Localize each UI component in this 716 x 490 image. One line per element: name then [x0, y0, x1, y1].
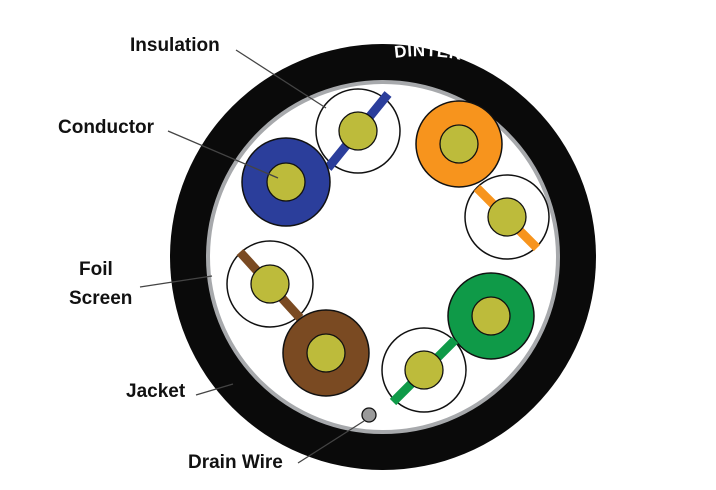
insulation-label: Insulation: [130, 35, 220, 56]
green-white-wire: [381, 327, 467, 413]
brown-solid-wire: [282, 309, 370, 397]
conductor-label: Conductor: [58, 117, 155, 138]
conductor: [306, 333, 346, 373]
conductor: [266, 162, 306, 202]
screen-label: Screen: [69, 288, 132, 309]
brown-white-wire: [226, 240, 314, 328]
blue-white-wire: [315, 88, 401, 174]
drain-wire-leader: [297, 420, 365, 464]
foil-label: Foil: [79, 259, 113, 280]
conductor: [404, 350, 444, 390]
conductor: [250, 264, 290, 304]
conductor-leader: [167, 130, 279, 179]
conductor: [439, 124, 479, 164]
orange-white-wire: [464, 174, 550, 260]
insulation-leader: [235, 49, 327, 109]
green-solid-wire: [447, 272, 535, 360]
drain-wire-label: Drain Wire: [188, 452, 283, 473]
jacket-label: Jacket: [126, 381, 186, 402]
foil-screen-leader: [139, 275, 213, 288]
blue-solid-wire: [241, 137, 331, 227]
conductor: [487, 197, 527, 237]
jacket-leader: [195, 383, 234, 396]
drain-wire: [361, 407, 377, 423]
orange-solid-wire: [415, 100, 503, 188]
conductor: [471, 296, 511, 336]
conductor: [338, 111, 378, 151]
